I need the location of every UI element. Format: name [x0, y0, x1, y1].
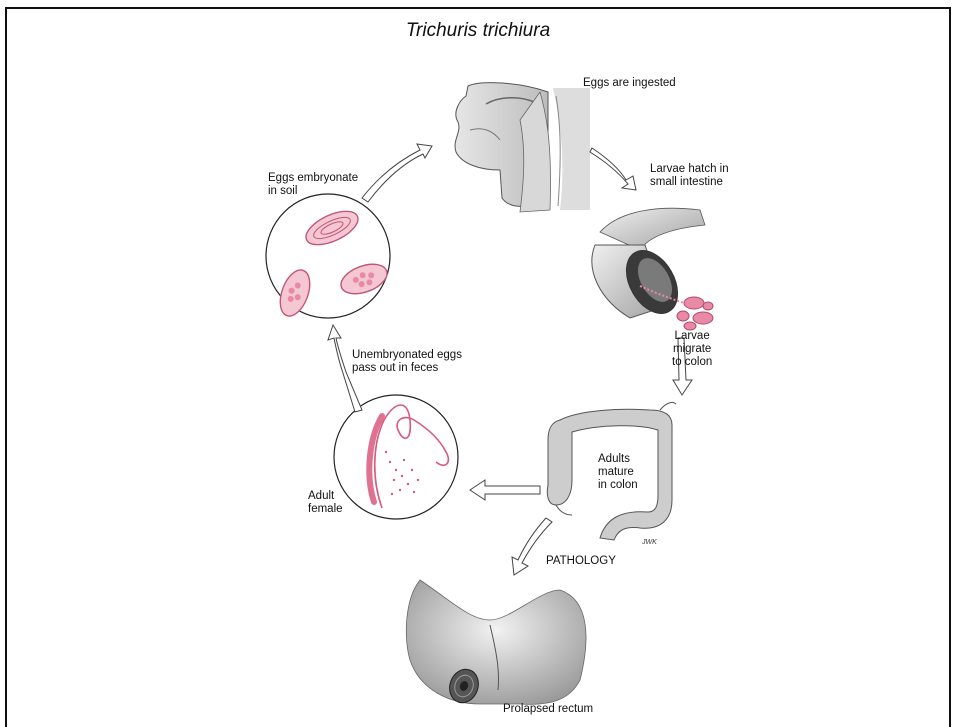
label-eggs-ingested: Eggs are ingested: [583, 77, 676, 90]
arrow-colon-to-female: [470, 480, 540, 500]
embryonated-eggs-circle: [266, 194, 391, 320]
arrow-ingest-to-intestine: [590, 148, 636, 190]
arrow-eggs-to-head: [362, 144, 432, 202]
label-larvae-hatch: Larvae hatch in small intestine: [650, 163, 729, 189]
label-larvae-migrate: Larvae migrate to colon: [672, 330, 712, 369]
label-eggs-embryonate: Eggs embryonate in soil: [268, 172, 358, 198]
label-unembryonated-eggs: Unembryonated eggs pass out in feces: [352, 349, 462, 375]
label-pathology: PATHOLOGY: [546, 555, 616, 568]
head-illustration: [455, 83, 590, 212]
prolapsed-rectum-illustration: [406, 580, 586, 707]
small-intestine-illustration: [592, 208, 713, 330]
label-adults-mature: Adults mature in colon: [598, 453, 638, 492]
adult-female-circle: [334, 395, 458, 519]
label-prolapsed-rectum: Prolapsed rectum: [503, 703, 593, 716]
artist-signature: JWK: [641, 539, 657, 546]
label-adult-female: Adult female: [308, 490, 343, 516]
